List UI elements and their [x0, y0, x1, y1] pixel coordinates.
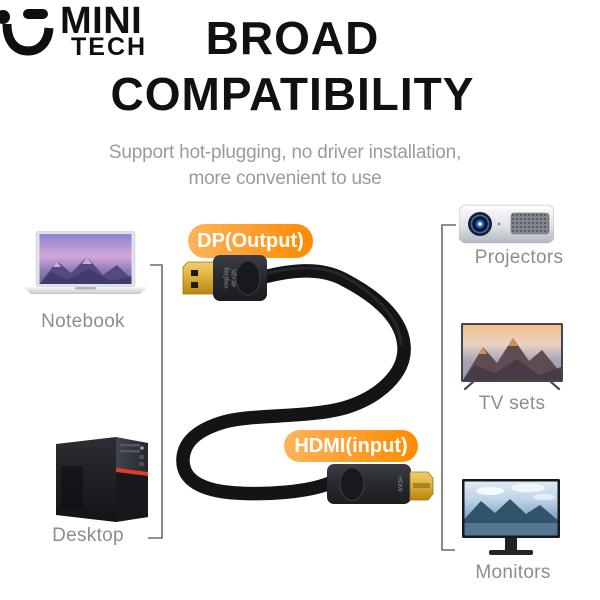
desktop-image [56, 437, 148, 522]
tv-image [461, 323, 563, 391]
brand-name: MINI [60, 0, 143, 42]
dp-plug-spec-text: 4K×2K [232, 269, 238, 287]
title-line2: COMPATIBILITY [110, 68, 475, 120]
hdmi-connector: HDMI [327, 464, 434, 504]
tv-sets-label: TV sets [478, 393, 546, 414]
dp-to-hdmi-cable-image: VegDeg 4K×2K HDMI [176, 255, 434, 504]
projectors-label: Projectors [474, 247, 564, 268]
right-bracket-line [441, 224, 456, 551]
title-line1: BROAD [205, 12, 380, 64]
subtitle-line2: more convenient to use [188, 168, 382, 189]
dp-plug-brand-text: VegDeg [224, 267, 230, 288]
projector-image [459, 204, 554, 244]
page-title: BROAD COMPATIBILITY [0, 10, 585, 122]
notebook-image [23, 231, 148, 294]
subtitle-line1: Support hot-plugging, no driver installa… [108, 142, 462, 163]
monitors-label: Monitors [475, 562, 551, 583]
brand-subname: TECH [71, 33, 148, 61]
page-subtitle: Support hot-plugging, no driver installa… [0, 140, 570, 192]
left-bracket-line [148, 264, 163, 539]
hdmi-plug-text: HDMI [396, 476, 402, 492]
desktop-label: Desktop [52, 525, 124, 546]
monitor-image [462, 479, 560, 555]
dp-connector: VegDeg 4K×2K [182, 255, 267, 301]
cable-cord [176, 264, 411, 501]
notebook-label: Notebook [41, 311, 125, 332]
smiley-logo-icon [0, 9, 54, 56]
dp-output-badge: DP(Output) [188, 224, 313, 258]
hdmi-input-badge: HDMI(input) [284, 430, 418, 462]
